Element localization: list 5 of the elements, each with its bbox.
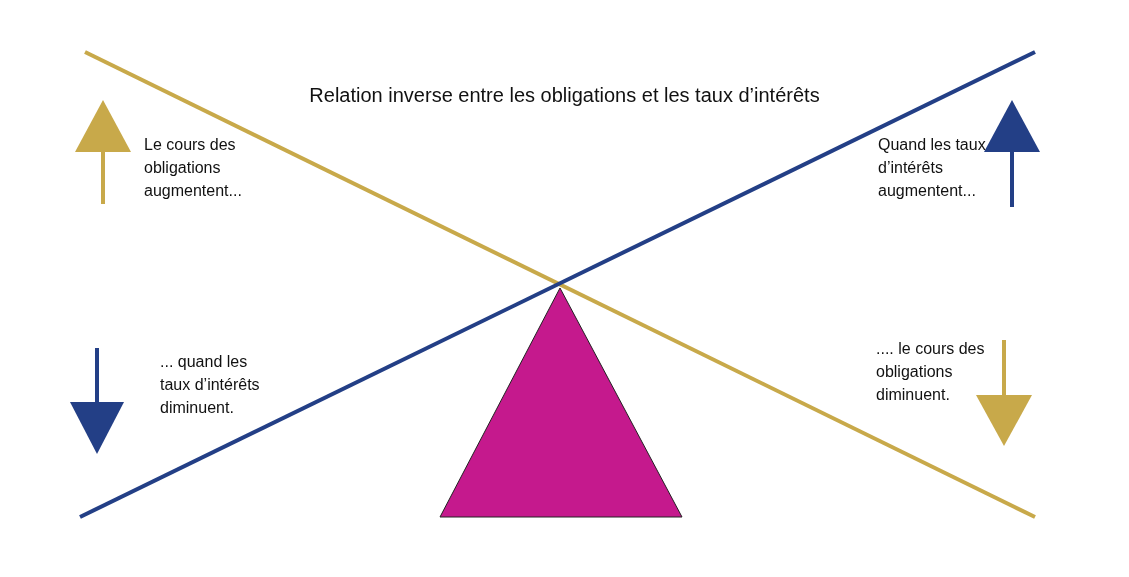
diagram-title: Relation inverse entre les obligations et les taux d’intérêts [308, 84, 821, 107]
caption-text: .... le cours des obligations diminuent. [876, 339, 986, 405]
caption-text: Quand les taux d’intérêts augmentent... [878, 135, 987, 201]
caption-text: Le cours des obligations augmentent... [144, 135, 243, 201]
caption-text: ... quand les taux d’intérêts diminuent. [160, 352, 261, 418]
